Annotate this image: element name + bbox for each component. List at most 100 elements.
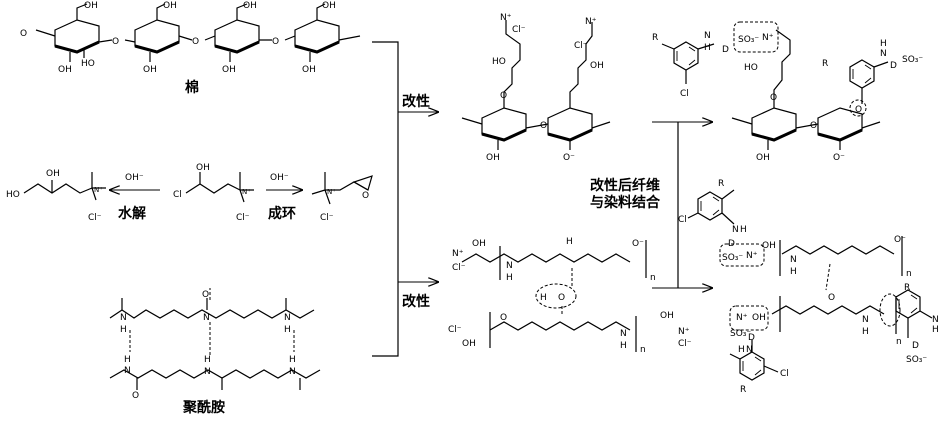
atom-n: N [203,313,210,323]
atom-h: H [540,293,547,303]
atom-o: O [828,293,835,303]
dyed-polyamide-structure: R Cl N H D SO₃⁻ N⁺ OH N H O⁻ n O N⁺ OH S… [678,179,939,395]
modified-polyamide-structure: N⁺ Cl⁻ OH N H H O⁻ n H O Cl⁻ OH O N H n … [448,237,692,355]
atom-n-plus: N⁺ [327,188,336,196]
atom-oh: OH [143,65,157,75]
atom-o: O [112,37,119,47]
atom-h: H [284,325,291,335]
chloride-ion: Cl⁻ [320,213,334,223]
atom-o: O [132,391,139,401]
sulfonate-group: SO₃⁻ [722,253,743,263]
atom-n-plus: N⁺ [500,13,512,23]
atom-h: H [506,273,513,283]
atom-o: O [558,293,565,303]
label-combine-line1: 改性后纤维 [590,177,660,194]
atom-o: O [770,93,777,103]
label-cyclization: 成环 [268,205,296,222]
polyamide-structure: N H O N N H H N H N H N O 聚酰胺 [109,288,321,416]
repeat-n: n [640,345,646,355]
atom-n-plus: N⁺ [678,327,690,337]
chloride-ion: Cl⁻ [236,213,250,223]
covalent-bond-highlight [879,293,901,327]
atom-d: D [748,333,755,343]
atom-h: H [120,325,127,335]
atom-o: O [362,191,369,201]
atom-ho: HO [492,57,506,67]
atom-n: N [124,366,131,376]
atom-oh: OH [196,163,210,173]
ionic-bond-highlight [719,243,765,267]
dyed-cotton-structure: R N H D SO₃⁻ N⁺ Cl HO O O OH O⁻ R N H D … [652,21,923,163]
chlorohydrin-reagent: Cl OH N⁺ Cl⁻ [173,163,254,223]
atom-cl: Cl [780,369,789,379]
atom-n-plus: N⁺ [94,186,103,194]
alkoxide-ion: O⁻ [894,235,906,245]
atom-oh: OH [84,1,98,11]
atom-r: R [652,33,658,43]
atom-oh: OH [472,239,486,249]
reaction-bracket [372,41,399,357]
atom-d: D [890,61,897,71]
atom-h: H [932,325,939,335]
label-modify-bottom: 改性 [402,293,430,310]
atom-h: H [704,43,711,53]
atom-o: O [192,37,199,47]
atom-oh: OH [752,313,766,323]
atom-n-plus: N⁺ [585,17,597,27]
label-polyamide: 聚酰胺 [182,399,225,416]
atom-n-plus: N⁺ [736,313,748,323]
chloride-ion: Cl⁻ [574,41,588,51]
atom-n: N [289,367,296,377]
atom-n: N [506,261,513,271]
atom-h: H [204,355,211,365]
chloride-ion: Cl⁻ [88,213,102,223]
alkoxide-ion: O⁻ [632,239,644,249]
atom-h: H [740,225,747,235]
atom-ho: HO [744,63,758,73]
atom-cl: Cl [173,190,182,200]
atom-n: N [746,345,753,355]
atom-oh: OH [762,241,776,251]
atom-n: N [120,313,127,323]
label-combine-line2: 与染料结合 [590,194,661,211]
cotton-cellulose-structure: O O O O OH OH OH OH OH OH OH OH HO 棉 [20,1,361,96]
hydroxide-label: OH⁻ [125,173,144,183]
atom-d: D [728,239,735,249]
atom-oh: OH [322,1,336,11]
atom-oh: OH [486,153,500,163]
atom-ho: HO [6,190,20,200]
hydrogen-bond-highlight [535,283,577,309]
atom-n: N [284,313,291,323]
chloride-ion: Cl⁻ [448,325,462,335]
atom-d: D [912,341,919,351]
atom-oh: OH [163,1,177,11]
sulfonate-group: SO₃⁻ [906,355,927,365]
chloride-ion: Cl⁻ [678,339,692,349]
atom-oh: OH [756,153,770,163]
sulfonate-group: SO₃⁻ [738,35,759,45]
hydroxide-label: OH⁻ [270,173,289,183]
atom-o: O [500,91,507,101]
atom-cl: Cl [678,215,687,225]
repeat-n: n [906,269,912,279]
atom-o: O [500,313,507,323]
atom-n-plus: N⁺ [242,188,251,196]
repeat-n: n [896,337,902,347]
atom-oh: OH [243,1,257,11]
atom-n-plus: N⁺ [452,249,464,259]
atom-o: O [540,121,547,131]
atom-o: O [810,121,817,131]
atom-n: N [204,367,211,377]
atom-r: R [822,59,828,69]
epoxide-reagent: N⁺ O Cl⁻ [311,172,373,223]
ionic-bond-highlight [733,21,779,53]
atom-ho: HO [81,59,95,69]
atom-r: R [740,385,746,395]
atom-h: H [566,237,573,247]
atom-r: R [904,283,910,293]
atom-n: N [880,49,887,59]
atom-h: H [620,341,627,351]
atom-oh: OH [46,169,60,179]
label-hydrolysis: 水解 [118,205,146,222]
